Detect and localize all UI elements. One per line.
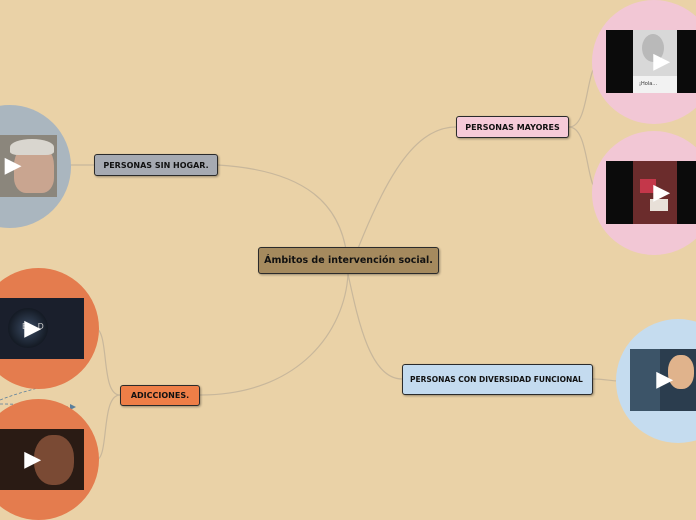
play-icon: ▶ xyxy=(653,179,671,205)
person-hair xyxy=(10,139,54,155)
video-bubble-mayores-1: ¡Hola... ▶ xyxy=(592,0,696,124)
person-head xyxy=(642,34,664,62)
topic-label: PERSONAS CON DIVERSIDAD FUNCIONAL xyxy=(410,375,583,384)
video-bubble-adicciones-2: ▶ xyxy=(0,399,99,520)
red-figure xyxy=(640,179,656,193)
video-bubble-mayores-2: ▶ xyxy=(592,131,696,255)
central-topic[interactable]: Ámbitos de intervención social. xyxy=(258,247,439,274)
video-bubble-diversidad: ▶ xyxy=(616,319,696,443)
topic-adicciones[interactable]: ADICCIONES. xyxy=(120,385,200,406)
video-thumbnail[interactable]: B D ▶ xyxy=(0,298,84,359)
play-icon: ▶ xyxy=(24,315,42,341)
central-topic-label: Ámbitos de intervención social. xyxy=(264,255,433,266)
topic-personas-mayores[interactable]: PERSONAS MAYORES xyxy=(456,116,569,138)
topic-personas-diversidad-funcional[interactable]: PERSONAS CON DIVERSIDAD FUNCIONAL xyxy=(402,364,593,395)
background-frame xyxy=(630,349,660,411)
topic-label: ADICCIONES. xyxy=(130,391,190,400)
video-bubble-adicciones-1: B D ▶ xyxy=(0,268,99,389)
play-icon: ▶ xyxy=(656,367,674,392)
person-face xyxy=(34,435,74,485)
person-face xyxy=(668,355,694,389)
video-thumbnail[interactable]: ¡Hola... ▶ xyxy=(606,30,696,93)
light-figure xyxy=(650,199,668,211)
video-overlay-text: B D xyxy=(22,322,44,331)
video-thumbnail[interactable]: ▶ xyxy=(630,349,696,411)
video-thumbnail[interactable]: ▶ xyxy=(0,429,84,490)
play-icon: ▶ xyxy=(24,446,42,472)
topic-label: PERSONAS MAYORES xyxy=(465,122,560,132)
eye-graphic xyxy=(8,308,48,348)
video-thumbnail[interactable]: ▶ xyxy=(606,161,696,224)
video-thumbnail[interactable]: ▶ xyxy=(0,135,57,197)
video-caption: ¡Hola... xyxy=(633,76,677,93)
play-icon: ▶ xyxy=(653,48,671,74)
play-icon: ▶ xyxy=(4,153,22,178)
topic-personas-sin-hogar[interactable]: PERSONAS SIN HOGAR. xyxy=(94,154,218,176)
topic-label: PERSONAS SIN HOGAR. xyxy=(103,160,209,170)
